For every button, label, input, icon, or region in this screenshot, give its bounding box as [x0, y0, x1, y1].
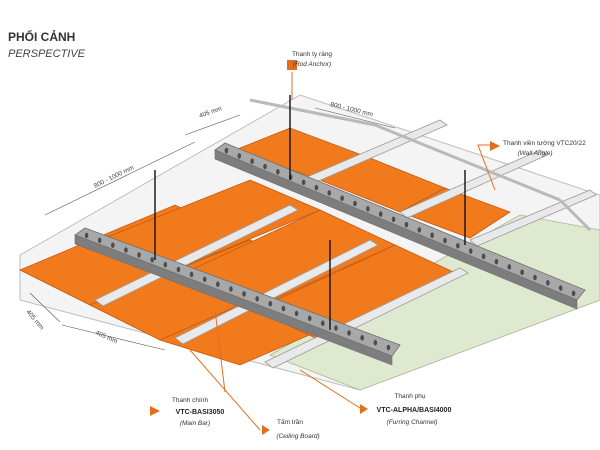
bar-perforation [360, 335, 364, 341]
leader-wall [477, 144, 496, 191]
leader-board [189, 349, 261, 431]
bar-perforation [507, 264, 512, 270]
bar-perforations [84, 147, 576, 351]
bar-perforation [189, 271, 194, 278]
dimension-label: 405 mm [198, 105, 222, 120]
bar-perforation [150, 257, 154, 263]
rod-anchor-label: Thanh ty ràng [292, 51, 332, 58]
bar-perforation [176, 266, 181, 273]
wall-angle-frame [249, 98, 592, 232]
main-bar-front [74, 227, 401, 366]
bar-perforation [281, 305, 286, 312]
bar-perforation [353, 200, 357, 207]
bar-perforation [242, 291, 246, 297]
leader-markers [150, 60, 500, 435]
main-bar-code: VTC-BASI3050 [176, 409, 225, 416]
rod-anchor-label-en: (Rod Anchor) [293, 61, 331, 68]
page-title: PHỐI CẢNH [8, 30, 76, 44]
bar-perforation [417, 227, 422, 233]
rod-anchors [154, 95, 466, 330]
bar-perforation [216, 281, 220, 287]
wall-angle-label-en: (Wall Angle) [517, 150, 552, 157]
leader-furring [299, 369, 361, 409]
bar-perforation [237, 153, 242, 159]
bar-perforation [307, 315, 312, 322]
ceiling-board-label-en: (Ceiling Board) [276, 433, 319, 440]
bar-perforation [229, 286, 233, 292]
bar-perforation [386, 344, 391, 351]
wall-angle-right [558, 198, 592, 232]
bar-perforation [373, 339, 378, 346]
marker-furring [360, 404, 368, 414]
marker-wall [490, 141, 500, 151]
leader-main [214, 309, 226, 393]
main-bar-rear [214, 142, 586, 310]
dimension-label: 405 mm [94, 329, 118, 345]
bar-perforation [327, 190, 332, 196]
bar-perforation [533, 274, 537, 281]
wall-angle-rear [249, 98, 561, 202]
bar-perforation [314, 184, 319, 191]
bar-perforation [494, 258, 499, 265]
bar-perforation [456, 242, 460, 249]
bar-perforation [404, 221, 409, 228]
ceiling-board-label: Tấm trần [277, 417, 303, 426]
bar-perforation [391, 216, 396, 223]
bar-perforation [111, 242, 115, 248]
dimension-label: 405 mm [24, 309, 44, 331]
furring-label-en: (Furring Channel) [387, 419, 438, 426]
bar-perforation [520, 269, 524, 276]
bar-perforation [294, 310, 299, 317]
bar-perforation [268, 300, 273, 307]
bar-perforation [481, 253, 486, 260]
bar-perforation [378, 211, 383, 217]
furring-channel [174, 239, 379, 345]
bar-perforation [137, 252, 141, 258]
bar-perforation [202, 276, 207, 283]
marker-main [150, 406, 160, 416]
furring-channel [94, 204, 299, 307]
page-subtitle: PERSPECTIVE [8, 48, 86, 60]
bar-perforation [84, 232, 89, 239]
bar-perforation [163, 261, 168, 268]
furring-channels [94, 119, 597, 369]
bar-perforation [334, 325, 338, 331]
bar-perforation [124, 247, 128, 253]
dimension-lines [29, 107, 396, 351]
marker-board [262, 425, 270, 435]
furring-label: Thanh phụ [394, 393, 425, 400]
bar-perforation [430, 232, 434, 239]
bar-perforation [366, 205, 370, 212]
bar-perforation [301, 179, 306, 186]
furring-code: VTC-ALPHA/BASI4000 [377, 407, 452, 414]
bar-perforation [546, 279, 550, 286]
bar-perforation [443, 237, 447, 244]
bar-perforation [255, 296, 259, 302]
bar-perforation [558, 285, 563, 291]
leader-lines [189, 72, 496, 431]
bar-perforation [571, 290, 576, 297]
dimension-label: 800 - 1000 mm [93, 164, 135, 189]
bar-perforation [250, 158, 254, 165]
furring-channel [264, 267, 469, 369]
wall-angle-label: Thanh viền tường VTC20/22 [503, 138, 586, 147]
bar-perforation [97, 237, 102, 244]
bar-perforation [276, 168, 280, 175]
bar-perforation [263, 163, 267, 170]
main-bar-label-en: (Main Bar) [180, 420, 210, 427]
bar-perforation [340, 195, 344, 202]
bar-perforation [347, 330, 351, 336]
main-bar-label: Thanh chính [172, 397, 209, 404]
bar-perforation [321, 320, 325, 326]
marker-rod [287, 60, 297, 70]
bar-perforation [224, 147, 229, 154]
bar-perforation [468, 248, 473, 254]
